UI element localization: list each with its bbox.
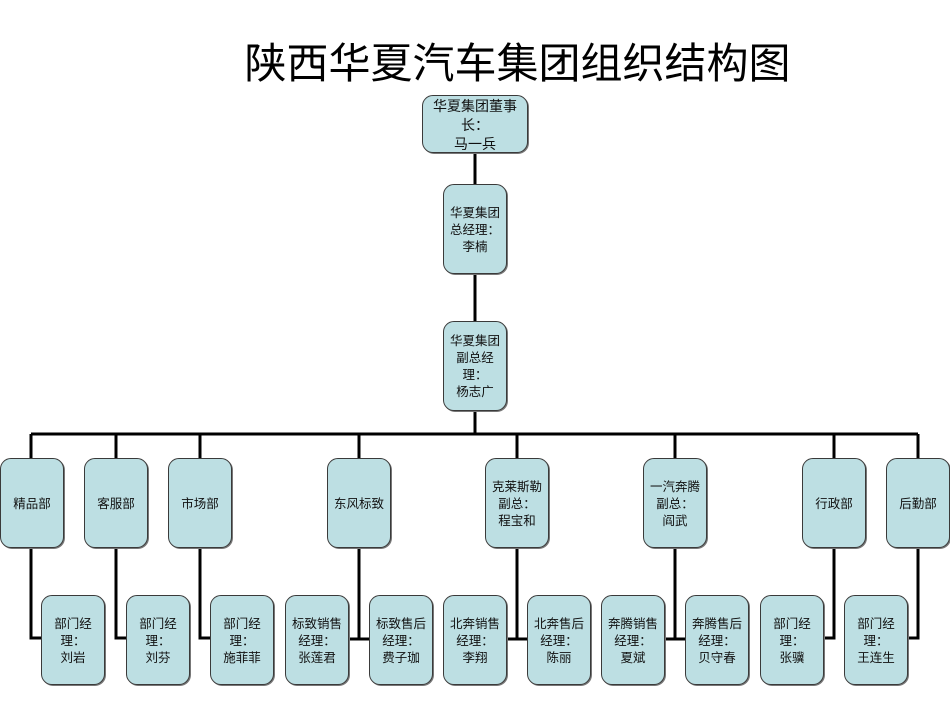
manager-box: 部门经理： 刘岩 [41, 595, 105, 685]
manager-box: 部门经理： 施菲菲 [210, 595, 274, 685]
department-box: 精品部 [0, 458, 64, 548]
manager-box: 北奔售后 经理： 陈丽 [527, 595, 591, 685]
manager-box: 部门经理： 王连生 [844, 595, 908, 685]
connector-mgr-3 [198, 547, 211, 640]
manager-box: 标致销售 经理： 张莲君 [285, 595, 349, 685]
department-box: 行政部 [802, 458, 866, 548]
manager-box: 部门经理： 刘芬 [126, 595, 190, 685]
manager-box: 北奔销售 经理： 李翔 [443, 595, 507, 685]
department-box: 客服部 [84, 458, 148, 548]
department-box: 后勤部 [886, 458, 950, 548]
department-box: 一汽奔腾 副总： 阎武 [643, 458, 707, 548]
chart-title: 陕西华夏汽车集团组织结构图 [244, 39, 791, 88]
connector-mgr-1 [29, 547, 42, 640]
manager-box: 奔腾销售 经理： 夏斌 [601, 595, 665, 685]
connector-mgr-8 [907, 547, 920, 640]
manager-box: 奔腾售后 经理： 贝守春 [685, 595, 749, 685]
connector-mgr-2 [114, 547, 127, 640]
department-box: 东风标致 [327, 458, 391, 548]
department-box: 市场部 [168, 458, 232, 548]
chairman-box: 华夏集团董事 长： 马一兵 [422, 95, 528, 153]
manager-box: 标致售后 经理： 费子珈 [369, 595, 433, 685]
general-manager-box: 华夏集团 总经理： 李楠 [443, 184, 507, 274]
connector-mgr-7 [823, 547, 836, 640]
department-box: 克莱斯勒 副总： 程宝和 [485, 458, 549, 548]
manager-box: 部门经理： 张骥 [760, 595, 824, 685]
deputy-general-manager-box: 华夏集团 副总经理： 杨志广 [443, 321, 507, 411]
